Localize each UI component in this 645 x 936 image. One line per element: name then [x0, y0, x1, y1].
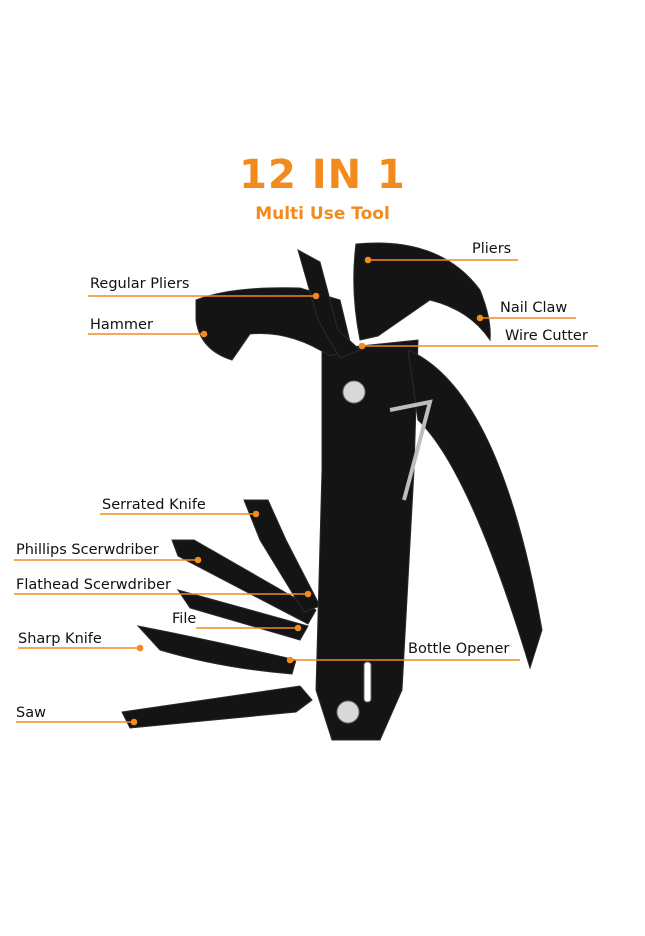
bottom-bolt — [336, 700, 360, 724]
hammer-head — [195, 287, 353, 361]
bottle-opener-slot — [363, 661, 372, 703]
sharp-knife-blade — [136, 625, 297, 675]
label-nail-claw: Nail Claw — [500, 300, 568, 316]
label-bottle-opener: Bottle Opener — [408, 641, 510, 657]
belt-clip — [389, 399, 433, 501]
label-saw: Saw — [16, 705, 46, 721]
label-hammer: Hammer — [90, 317, 153, 333]
phillips-screwdriver-blade — [171, 539, 317, 625]
label-phillips-screwdriver: Phillips Scerwdriber — [16, 542, 159, 558]
right-plier-jaw — [353, 242, 491, 342]
page-title: 12 IN 1 — [239, 152, 406, 198]
right-curved-handle — [407, 349, 543, 670]
label-pliers: Pliers — [472, 241, 512, 257]
label-flathead-screwdriver: Flathead Scerwdriber — [16, 577, 171, 593]
saw-blade — [121, 685, 313, 729]
label-file: File — [172, 611, 197, 627]
label-wire-cutter: Wire Cutter — [505, 328, 588, 344]
top-bolt — [342, 380, 366, 404]
label-serrated-knife: Serrated Knife — [102, 497, 206, 513]
page-subtitle: Multi Use Tool — [255, 204, 390, 224]
left-plier-jaw — [297, 248, 361, 359]
label-sharp-knife: Sharp Knife — [18, 631, 102, 647]
label-regular-pliers: Regular Pliers — [90, 276, 190, 292]
